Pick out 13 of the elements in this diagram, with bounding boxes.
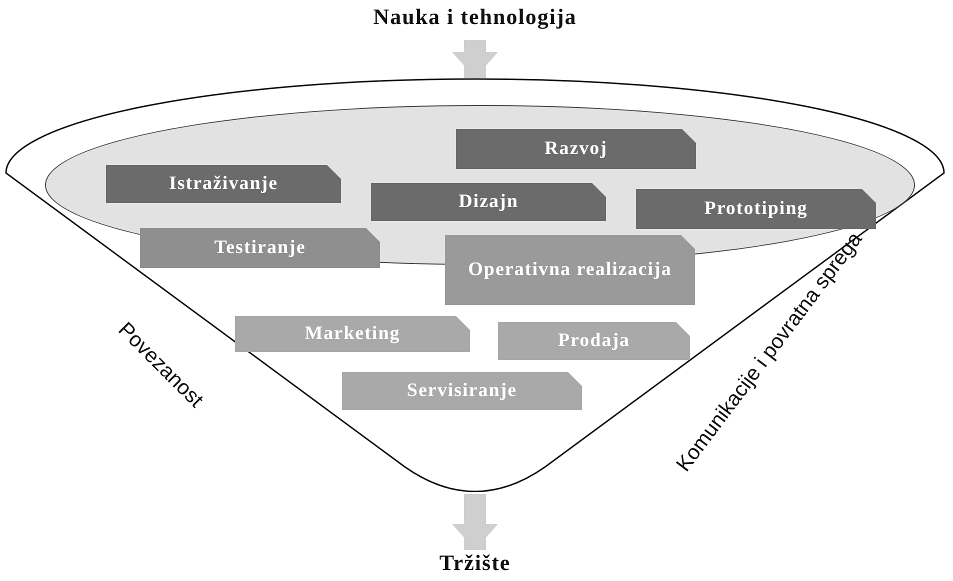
process-box: Testiranje (140, 228, 380, 268)
process-box: Servisiranje (342, 372, 582, 410)
block-arrow (452, 40, 498, 78)
heading-text: Nauka i tehnologija (330, 4, 620, 38)
heading-text: Tržište (420, 550, 530, 578)
process-box: Operativna realizacija (445, 235, 695, 305)
process-box: Marketing (235, 316, 470, 352)
process-box: Prodaja (498, 322, 690, 360)
block-arrow (452, 494, 498, 550)
process-box: Razvoj (456, 129, 696, 169)
process-box: Prototiping (636, 189, 876, 229)
process-box: Dizajn (371, 183, 606, 221)
process-box: Istraživanje (106, 165, 341, 203)
